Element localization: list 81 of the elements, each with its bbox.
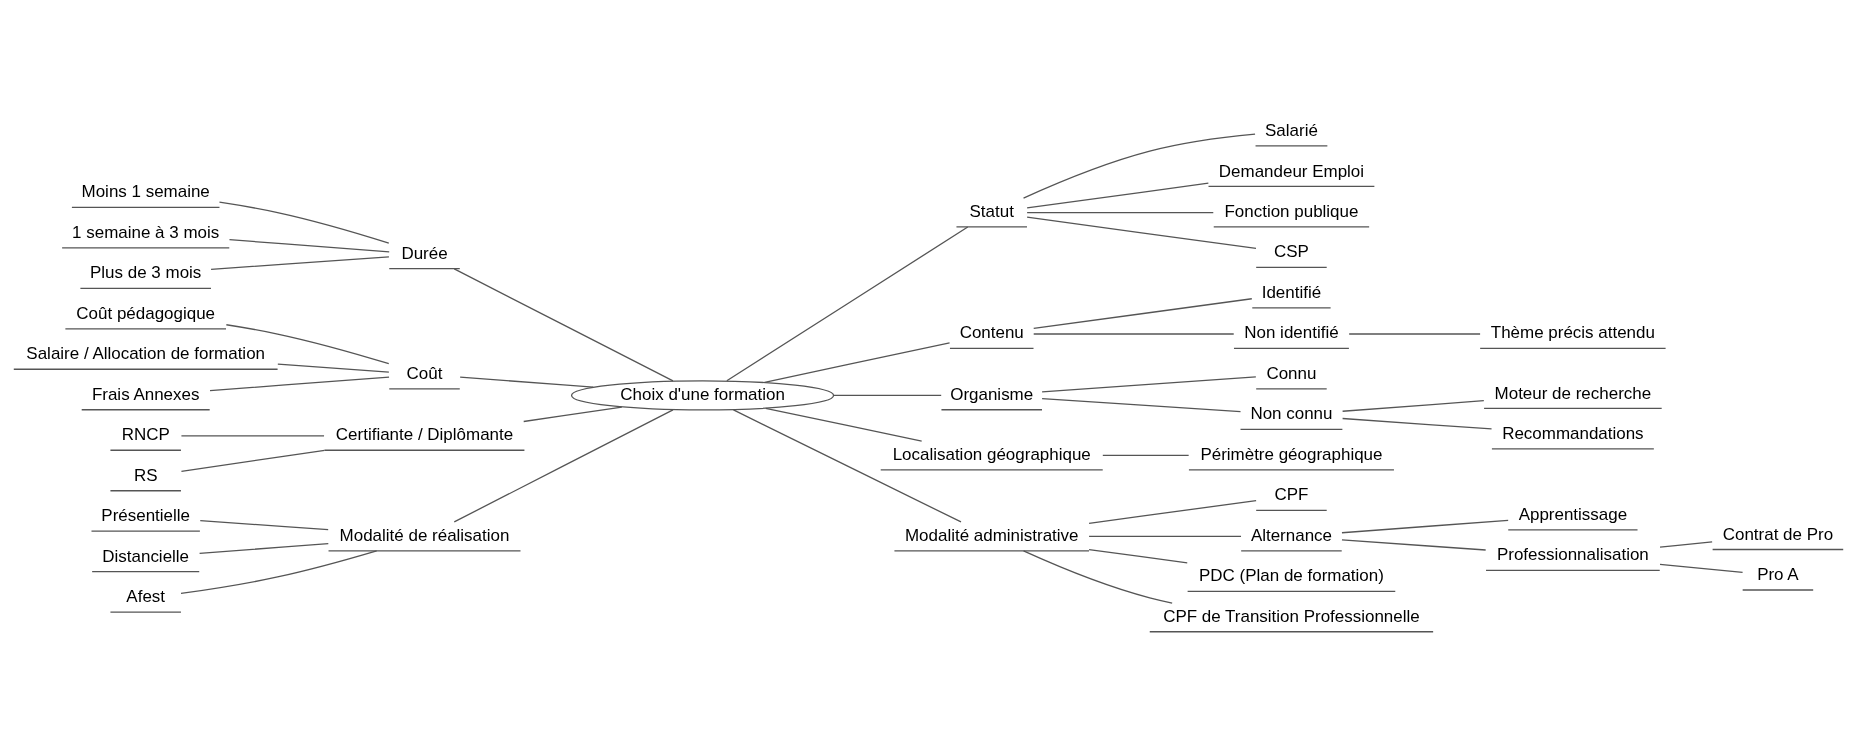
node-text: CPF de Transition Professionnelle [1163, 606, 1420, 626]
connector [1026, 216, 1257, 249]
node-text: RS [133, 465, 158, 485]
connector [1659, 540, 1713, 548]
connector [1088, 535, 1242, 537]
node-text: Afest [126, 586, 166, 606]
node-text: Frais Annexes [91, 384, 200, 404]
connector [732, 408, 962, 523]
connector [1348, 332, 1481, 335]
connector [180, 549, 378, 594]
connector [228, 238, 390, 252]
connector [1033, 297, 1253, 329]
connector [180, 449, 326, 472]
connector [1022, 133, 1256, 199]
node-text: Identifié [1261, 282, 1322, 302]
connector [210, 255, 390, 270]
connector [1088, 548, 1188, 564]
node-ellipse: Choix d'une formation [570, 379, 835, 411]
node-text: Organisme [950, 384, 1034, 404]
node-text: Salarié [1265, 120, 1318, 140]
connector [765, 407, 923, 442]
connector [764, 341, 951, 383]
node-text: PDC (Plan de formation) [1199, 565, 1384, 585]
connector [1659, 563, 1744, 573]
connector [180, 434, 325, 437]
node-text: 1 semaine à 3 mois [72, 222, 220, 242]
connector [218, 200, 390, 244]
node-text: Demandeur Emploi [1218, 161, 1365, 181]
node-text: Moteur de recherche [1494, 383, 1652, 403]
connector [1341, 538, 1487, 551]
connector [1341, 399, 1485, 412]
connector [523, 405, 623, 422]
node-text: Pro A [1757, 564, 1799, 584]
node-text: Non identifié [1244, 322, 1339, 342]
connector [209, 375, 390, 391]
node-text: Contrat de Pro [1722, 524, 1834, 544]
node-text: Fonction publique [1224, 201, 1359, 221]
connector [199, 519, 329, 530]
connector [453, 408, 674, 523]
node-text: Présentielle [101, 505, 191, 525]
node-text: Coût [406, 363, 443, 383]
connector [1341, 519, 1509, 533]
connector [1041, 375, 1257, 393]
connector [833, 394, 942, 396]
connector [1088, 499, 1257, 524]
node-text: Certifiante / Diplômante [335, 424, 514, 444]
connector [1341, 417, 1493, 430]
node-text: Connu [1266, 363, 1317, 383]
node-text: Modalité administrative [904, 525, 1079, 545]
node-text: Localisation géographique [892, 444, 1091, 464]
node-text: Recommandations [1502, 423, 1644, 443]
connector [1102, 454, 1190, 456]
node-text: Salaire / Allocation de formation [26, 343, 266, 363]
connector [459, 375, 594, 388]
connector [1033, 332, 1235, 335]
node-text: Distancielle [102, 546, 190, 566]
node-text: CPF [1274, 484, 1309, 504]
node-text: Statut [969, 201, 1014, 221]
node-text: Non connu [1250, 403, 1333, 423]
node-text: Périmètre géographique [1200, 444, 1383, 464]
node-text: Thème précis attendu [1490, 322, 1655, 342]
connector [277, 363, 390, 373]
node-text: Moins 1 semaine [81, 181, 210, 201]
node-text: Apprentissage [1518, 504, 1628, 524]
node-text: Professionnalisation [1496, 544, 1649, 564]
connector [198, 542, 329, 554]
connector [225, 323, 390, 364]
node-text: CSP [1274, 241, 1309, 261]
connector [453, 267, 674, 382]
connector [1022, 549, 1173, 604]
node-text: Plus de 3 mois [90, 262, 202, 282]
node-text: Alternance [1250, 525, 1332, 545]
connector [1026, 182, 1209, 209]
node-text: Modalité de réalisation [339, 525, 510, 545]
node-text: Durée [401, 243, 448, 263]
node-text: RNCP [121, 424, 170, 444]
connector [726, 225, 969, 381]
connector [1026, 211, 1214, 213]
connector [1041, 397, 1242, 412]
node-text: Contenu [959, 322, 1024, 342]
node-text: Coût pédagogique [76, 303, 216, 323]
